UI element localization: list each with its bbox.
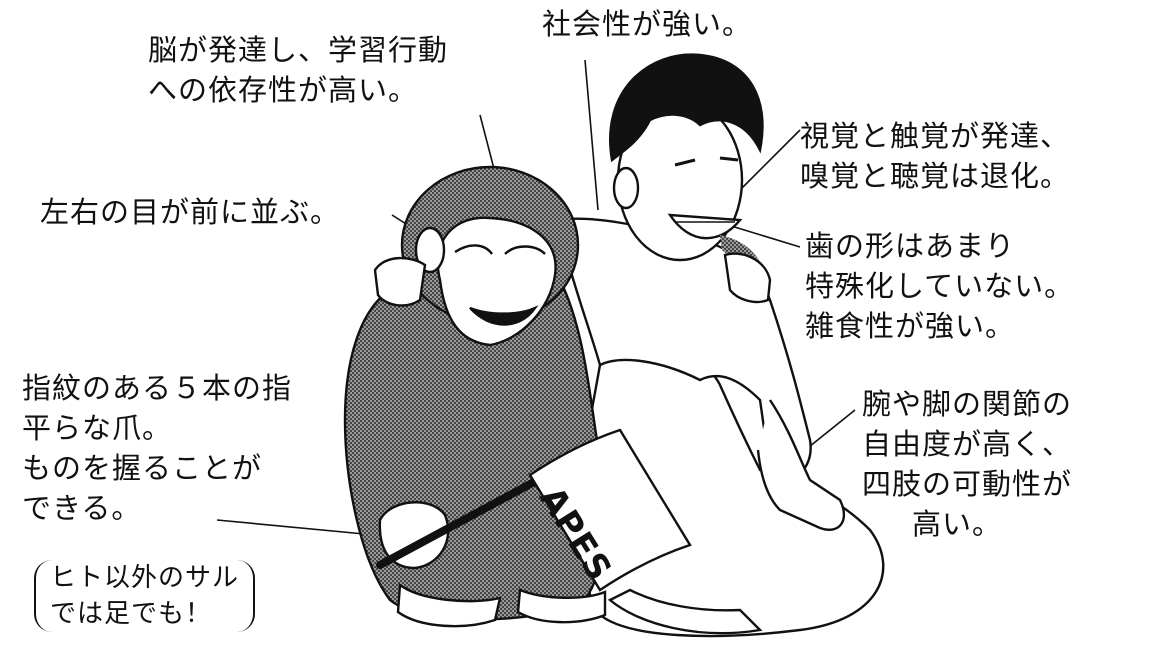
flag xyxy=(376,428,692,592)
label-fingers: 指紋のある５本の指 平らな爪。 ものを握ることが できる。 xyxy=(22,368,292,528)
label-senses-line-1: 視覚と触覚が発達、 xyxy=(800,119,1071,153)
label-joints-line-2: 自由度が高く、 xyxy=(862,427,1073,461)
label-brain-line-1: 脳が発達し、学習行動 xyxy=(148,33,449,67)
leader-teeth xyxy=(727,224,801,248)
label-joints: 腕や脚の関節の 自由度が高く、 四肢の可動性が 高い。 xyxy=(862,384,1072,544)
chimp-mouth xyxy=(469,305,539,326)
man-smile xyxy=(667,213,743,240)
label-senses-line-2: 嗅覚と聴覚は退化。 xyxy=(800,159,1071,193)
leader-fingers xyxy=(216,519,376,536)
man-ear xyxy=(612,166,640,210)
label-teeth-line-1: 歯の形はあまり xyxy=(805,229,1016,263)
label-eyes: 左右の目が前に並ぶ。 xyxy=(40,192,340,232)
label-teeth-line-3: 雑食性が強い。 xyxy=(805,309,1016,343)
chimp-hand-shoulder xyxy=(373,256,427,307)
label-teeth: 歯の形はあまり 特殊化していない。 雑食性が強い。 xyxy=(805,226,1074,346)
label-monkeys-note-line-2: では足でも！ xyxy=(50,599,213,629)
man-arm xyxy=(756,399,846,531)
label-monkeys-note-line-1: ヒト以外のサル xyxy=(50,563,240,593)
label-fingers-line-4: できる。 xyxy=(22,491,142,525)
label-fingers-line-2: 平らな爪。 xyxy=(22,411,173,445)
label-teeth-line-2: 特殊化していない。 xyxy=(805,269,1075,303)
leader-senses xyxy=(741,129,801,189)
flag-cloth xyxy=(528,428,692,592)
chimp-foot-right xyxy=(516,588,607,624)
label-joints-line-4: 高い。 xyxy=(912,507,1003,541)
chimp-foot-left xyxy=(396,582,502,628)
chimp-ear xyxy=(414,226,446,274)
label-fingers-line-3: ものを握ることが xyxy=(22,451,263,485)
label-social: 社会性が強い。 xyxy=(542,4,752,44)
chimp-eye-right xyxy=(504,245,546,255)
man-eye-right xyxy=(719,156,739,162)
man-eye-left xyxy=(674,158,696,167)
chimp-figure xyxy=(343,165,772,628)
chimp-hand-man-shoulder xyxy=(723,252,772,304)
leader-social xyxy=(584,59,599,211)
label-joints-line-1: 腕や脚の関節の xyxy=(862,387,1073,421)
label-social-line-1: 社会性が強い。 xyxy=(542,7,753,41)
label-brain-line-2: への依存性が高い。 xyxy=(148,73,419,107)
label-senses: 視覚と触覚が発達、 嗅覚と聴覚は退化。 xyxy=(800,116,1070,196)
label-joints-line-3: 四肢の可動性が xyxy=(862,467,1073,501)
man-foot xyxy=(607,588,763,635)
man-hair xyxy=(609,53,764,163)
label-eyes-line-1: 左右の目が前に並ぶ。 xyxy=(40,195,341,229)
label-monkeys-note: ヒト以外のサル では足でも！ xyxy=(34,560,256,632)
chimp-eye-left xyxy=(454,244,493,255)
label-brain: 脳が発達し、学習行動 への依存性が高い。 xyxy=(148,30,448,110)
label-fingers-line-1: 指紋のある５本の指 xyxy=(22,371,293,405)
